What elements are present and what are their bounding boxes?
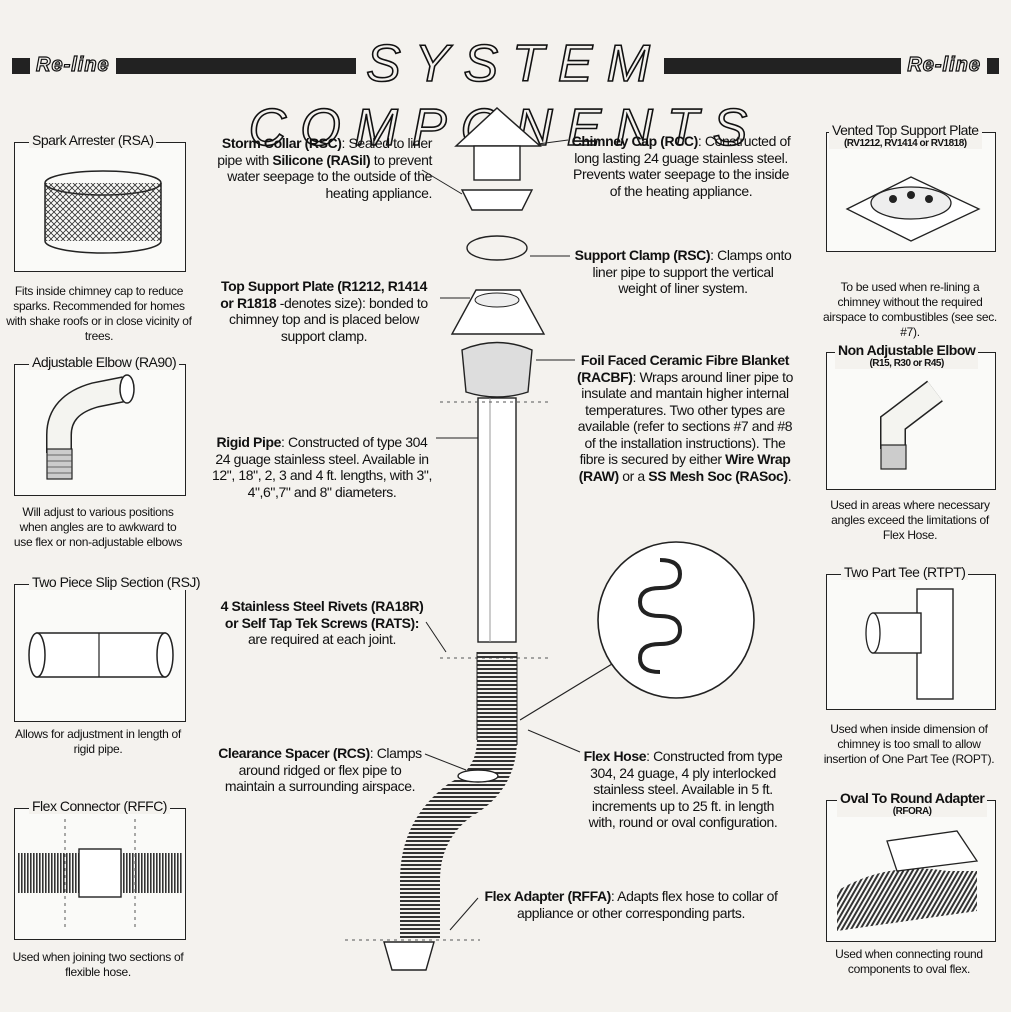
rigid-pipe-description: Rigid Pipe: Constructed of type 304 24 g… [208,434,436,500]
fibre-blanket-description: Foil Faced Ceramic Fibre Blanket (RACBF)… [574,352,796,484]
rivets-description: 4 Stainless Steel Rivets (RA18R) or Self… [214,598,430,648]
storm-collar-description: Storm Collar (RSC): Sealed to liner pipe… [210,135,432,201]
chimney-cap-description: Chimney Cap (RCC): Constructed of long l… [568,133,794,199]
flex-hose-description: Flex Hose: Constructed from type 304, 24… [580,748,786,831]
support-clamp-description: Support Clamp (RSC): Clamps onto liner p… [572,247,794,297]
clearance-spacer-description: Clearance Spacer (RCS): Clamps around ri… [214,745,426,795]
flex-adapter-description: Flex Adapter (RFFA): Adapts flex hose to… [480,888,782,921]
top-support-plate-description: Top Support Plate (R1212, R1414 or R1818… [214,278,434,344]
